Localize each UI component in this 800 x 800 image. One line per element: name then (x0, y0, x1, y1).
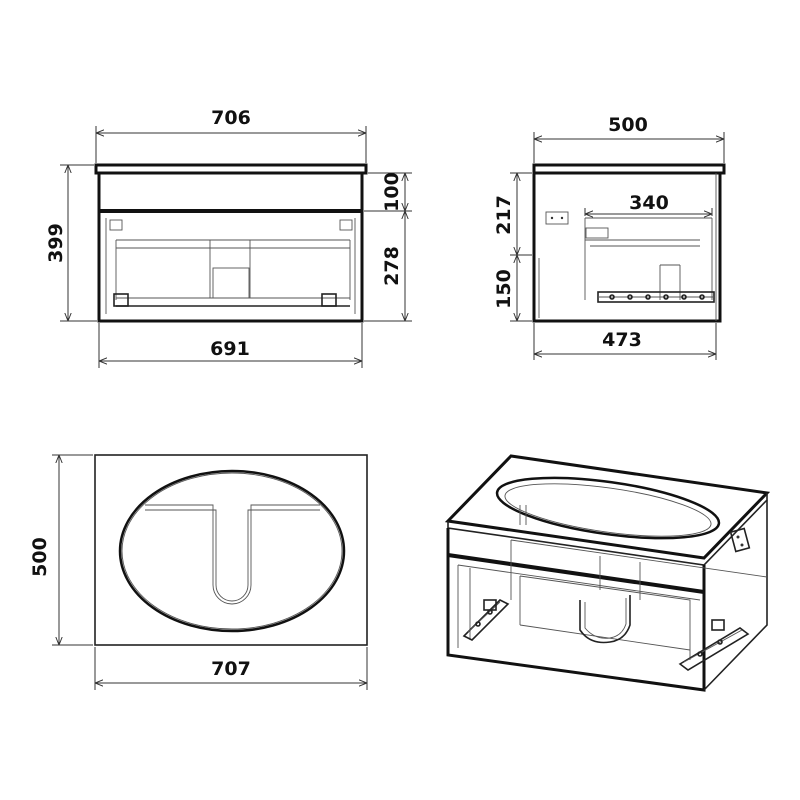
dim-100: 100 (381, 172, 403, 212)
dim-340: 340 (629, 192, 669, 214)
dim-150: 150 (493, 269, 515, 309)
dim-500-plan: 500 (29, 537, 51, 577)
dim-278: 278 (381, 246, 403, 286)
dim-691: 691 (210, 338, 250, 360)
dim-500-side: 500 (608, 114, 648, 136)
front-view: 706 691 399 100 278 (45, 107, 412, 368)
side-view: 500 340 217 150 473 (493, 114, 726, 360)
dim-707: 707 (211, 658, 251, 680)
dim-706: 706 (211, 107, 251, 129)
dim-473: 473 (602, 329, 642, 351)
dim-399: 399 (45, 223, 67, 263)
dim-217: 217 (493, 195, 515, 235)
isometric-view (444, 454, 771, 692)
plan-view: 500 707 (29, 454, 368, 690)
